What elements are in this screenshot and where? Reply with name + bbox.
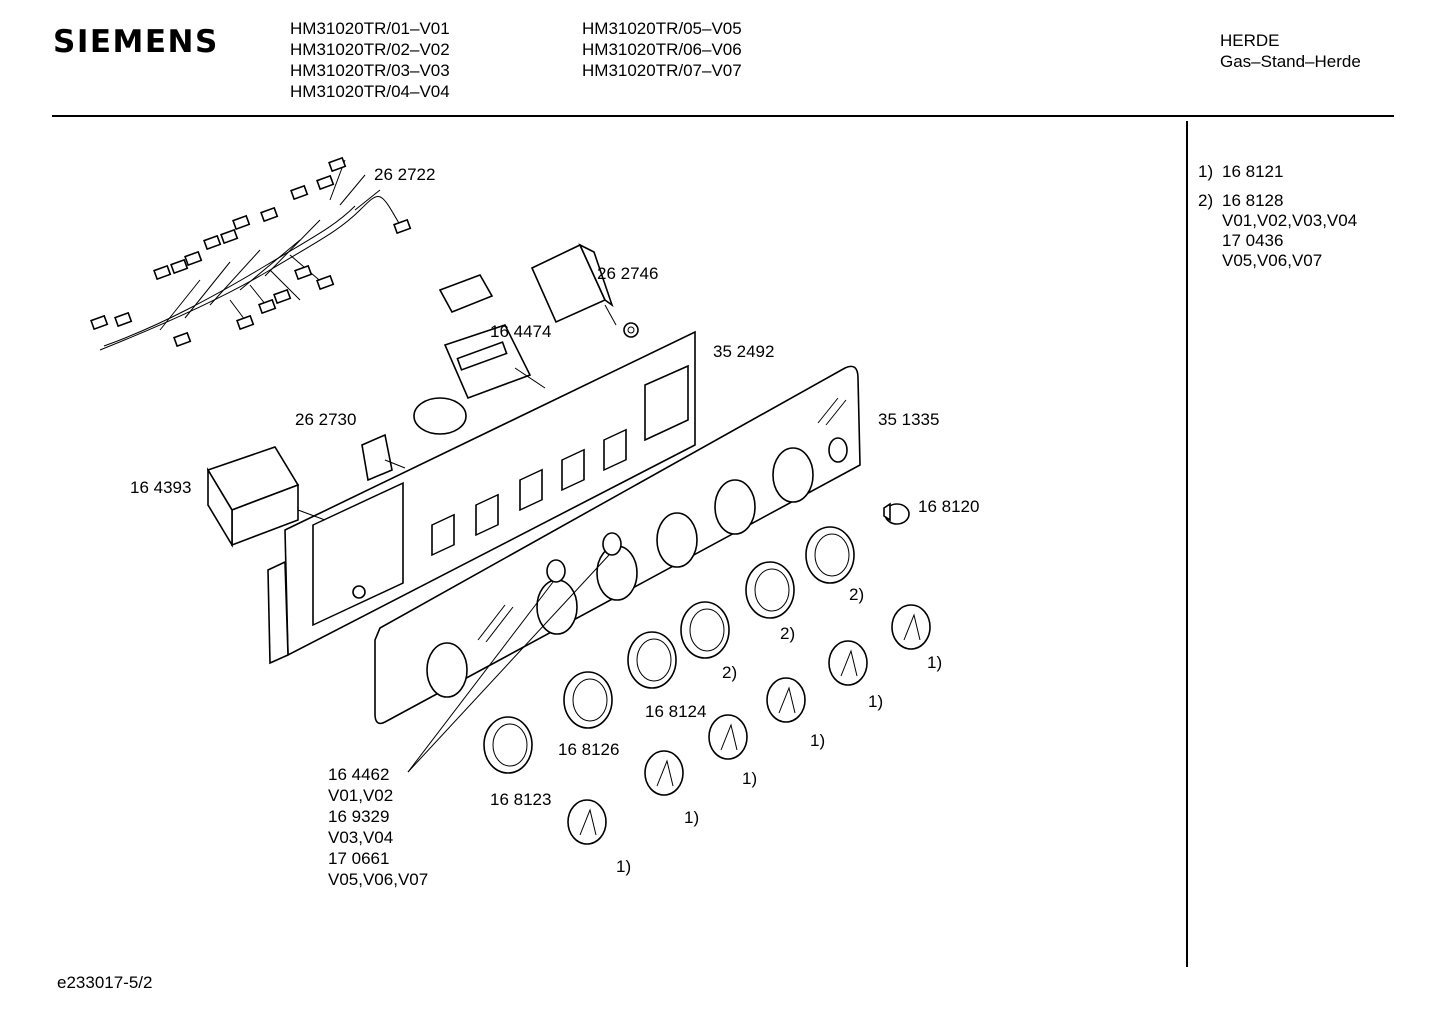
category-block: HERDE Gas–Stand–Herde	[1220, 30, 1361, 72]
callout-2: 2)	[849, 585, 864, 604]
push-switch	[530, 243, 639, 338]
model-item: HM31020TR/02–V02	[290, 40, 450, 59]
spindle-ref: V03,V04	[328, 828, 393, 847]
spindle-ref: V05,V06,V07	[328, 870, 428, 889]
footnote-2: 2) 16 8128 V01,V02,V03,V04 17 0436 V05,V…	[1198, 191, 1357, 271]
callout-1: 1)	[684, 808, 699, 827]
footnote-line: 17 0436	[1222, 231, 1284, 250]
label-thermostat: 26 2730	[295, 410, 356, 429]
wiring-harness	[90, 156, 412, 351]
label-selector-switch: 16 4474	[490, 322, 551, 341]
model-item: HM31020TR/05–V05	[582, 19, 742, 38]
model-list-1: HM31020TR/01–V01 HM31020TR/02–V02 HM3102…	[290, 18, 450, 102]
footnote-line: 16 8121	[1222, 162, 1284, 181]
callout-1: 1)	[616, 857, 631, 876]
label-lamp: 16 8120	[918, 497, 979, 516]
footnote-marker: 1)	[1198, 162, 1214, 181]
footnote-line: 16 8128	[1222, 191, 1284, 210]
knob-rings	[483, 526, 855, 774]
footnote-line: V05,V06,V07	[1222, 251, 1323, 270]
model-item: HM31020TR/03–V03	[290, 61, 450, 80]
drawing-id: e233017-5/2	[57, 973, 153, 992]
callout-1: 1)	[927, 653, 942, 672]
selector-switch	[443, 324, 546, 400]
callout-1: 1)	[742, 769, 757, 788]
knobs	[567, 604, 931, 845]
callout-2: 2)	[780, 624, 795, 643]
model-item: HM31020TR/01–V01	[290, 19, 450, 38]
model-item: HM31020TR/06–V06	[582, 40, 742, 59]
callout-1: 1)	[810, 731, 825, 750]
notes-divider	[1186, 121, 1188, 967]
callout-2: 2)	[722, 663, 737, 682]
spindle-ref: 16 4462	[328, 765, 389, 784]
label-timer-switch: 16 4393	[130, 478, 191, 497]
label-wiring-harness: 26 2722	[374, 165, 435, 184]
category-title: HERDE	[1220, 31, 1280, 50]
footnote-line: V01,V02,V03,V04	[1222, 211, 1358, 230]
model-list-2: HM31020TR/05–V05 HM31020TR/06–V06 HM3102…	[582, 18, 742, 81]
timer-switch	[206, 446, 326, 548]
spindle-ref: V01,V02	[328, 786, 393, 805]
header-divider	[52, 115, 1394, 117]
footnote-1: 1) 16 8121	[1198, 162, 1357, 182]
model-item: HM31020TR/07–V07	[582, 61, 742, 80]
exploded-diagram: 26 2722 26 2746 16 4474 35 2492 26 2730	[90, 156, 979, 889]
control-panel	[267, 330, 696, 665]
footnotes: 1) 16 8121 2) 16 8128 V01,V02,V03,V04 17…	[1198, 162, 1357, 280]
lamp	[883, 502, 910, 525]
label-control-panel: 35 2492	[713, 342, 774, 361]
thermostat	[361, 397, 467, 482]
label-knob-ring-a: 16 8124	[645, 702, 706, 721]
label-knob-ring-c: 16 8123	[490, 790, 551, 809]
callout-1: 1)	[868, 692, 883, 711]
model-item: HM31020TR/04–V04	[290, 82, 450, 101]
bracket	[438, 274, 494, 314]
label-fascia-panel: 35 1335	[878, 410, 939, 429]
brand-logo: SIEMENS	[53, 24, 219, 60]
label-push-switch: 26 2746	[597, 264, 658, 283]
category-subtitle: Gas–Stand–Herde	[1220, 52, 1361, 71]
label-knob-ring-b: 16 8126	[558, 740, 619, 759]
spindle-ref: 16 9329	[328, 807, 389, 826]
spindles	[407, 532, 622, 773]
footnote-marker: 2)	[1198, 191, 1214, 210]
spindle-ref: 17 0661	[328, 849, 389, 868]
